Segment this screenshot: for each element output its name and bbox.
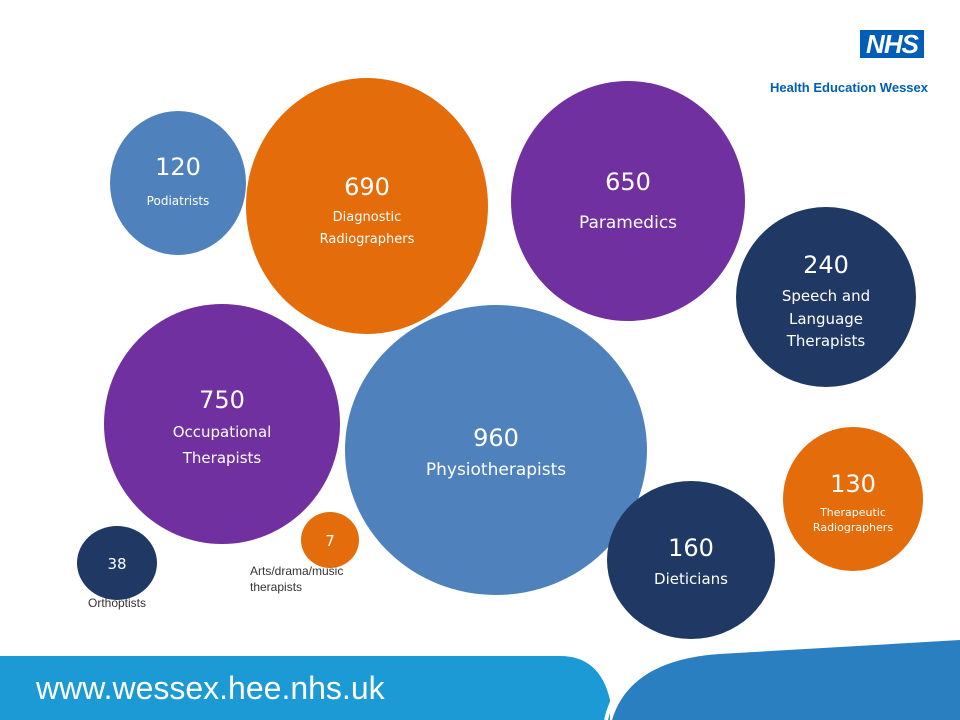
footer-divider bbox=[604, 630, 960, 720]
bubble-label: Podiatrists bbox=[147, 194, 210, 208]
bubble-label: Therapists bbox=[182, 449, 262, 467]
bubble-label: Radiographers bbox=[320, 232, 415, 247]
bubble-label: Radiographers bbox=[813, 521, 893, 534]
bubble-circle bbox=[345, 305, 647, 595]
bubble-value: 130 bbox=[830, 470, 876, 498]
bubble-label: Therapeutic bbox=[819, 506, 886, 519]
bubble-circle bbox=[736, 207, 916, 387]
nhs-logo-mark: NHS bbox=[860, 30, 924, 58]
bubble-label: Dieticians bbox=[654, 570, 728, 588]
bubble-value: 240 bbox=[803, 251, 849, 279]
bubble-value: 120 bbox=[155, 153, 201, 181]
website-url[interactable]: www.wessex.hee.nhs.uk bbox=[36, 670, 385, 706]
bubble-value: 750 bbox=[199, 386, 245, 414]
bubble-label: Paramedics bbox=[579, 213, 677, 233]
bubble-label: therapists bbox=[250, 580, 302, 594]
footer-band bbox=[0, 630, 960, 720]
bubble-label: Orthoptists bbox=[88, 596, 146, 610]
bubble-value: 650 bbox=[605, 168, 651, 196]
bubble-circle bbox=[783, 427, 923, 571]
footer-wave-light bbox=[0, 656, 610, 720]
bubble-circle bbox=[77, 526, 157, 600]
bubble-circle bbox=[246, 78, 488, 334]
bubble-label: Diagnostic bbox=[333, 210, 402, 225]
bubble-circle bbox=[607, 481, 775, 639]
bubble-circle bbox=[104, 304, 340, 544]
bubble-value: 160 bbox=[668, 534, 714, 562]
organisation-name: Health Education Wessex bbox=[770, 80, 928, 95]
bubble-label: Physiotherapists bbox=[426, 460, 566, 480]
bubble-label: Therapists bbox=[786, 332, 866, 350]
bubble-circle bbox=[511, 81, 745, 321]
bubble-label: Arts/drama/music bbox=[250, 564, 343, 578]
bubble-value: 960 bbox=[473, 424, 519, 452]
bubble-circle bbox=[301, 512, 359, 568]
bubble-value: 7 bbox=[325, 532, 335, 550]
bubble-label: Occupational bbox=[173, 423, 272, 441]
bubble-circle bbox=[110, 111, 246, 255]
bubble-label: Speech and bbox=[782, 287, 870, 305]
footer-wave-dark bbox=[612, 640, 960, 720]
bubble-value: 38 bbox=[107, 555, 126, 573]
bubble-label: Language bbox=[789, 310, 863, 328]
bubble-value: 690 bbox=[344, 173, 390, 201]
